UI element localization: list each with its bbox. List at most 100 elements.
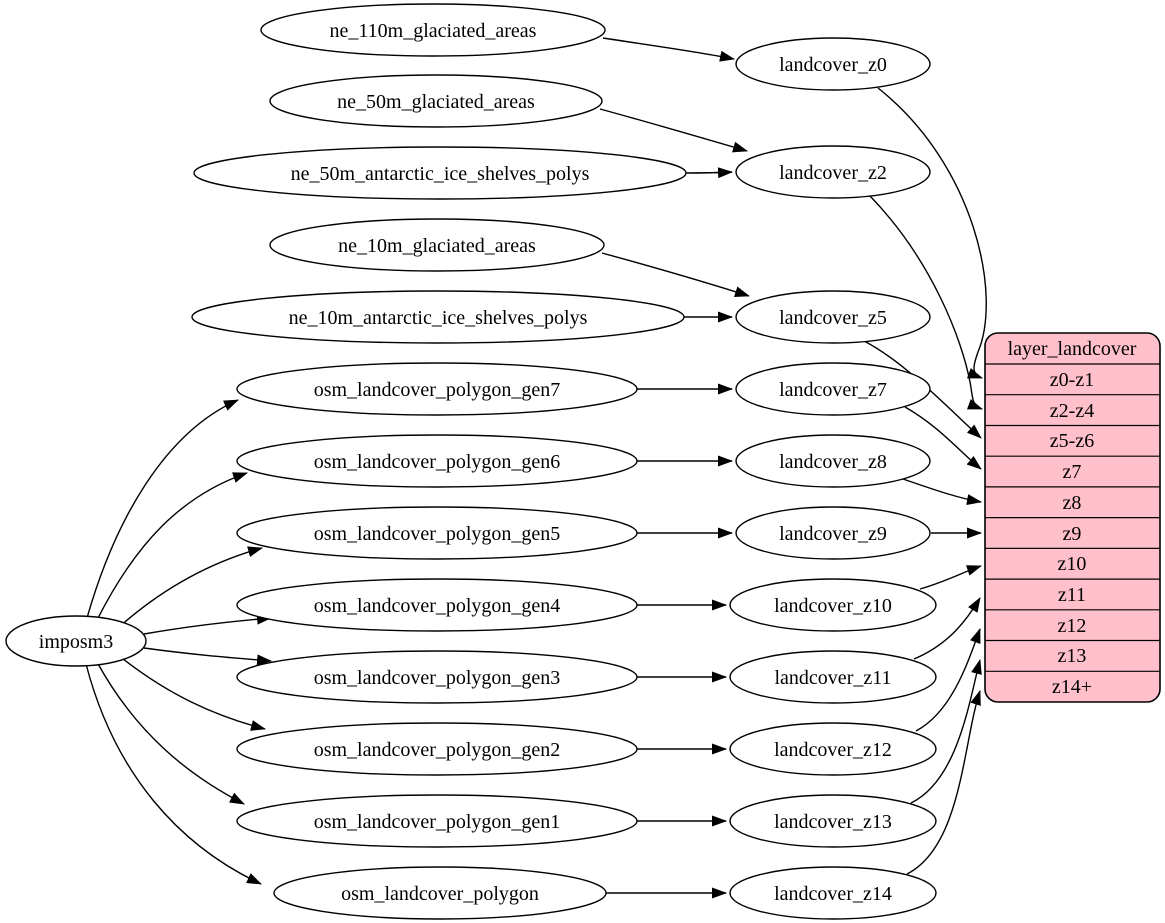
edge-group [85,37,987,899]
node-ellipse [735,434,931,488]
node-osm-landcover-polygon-gen5: osm_landcover_polygon_gen5 [236,506,638,560]
edge-landcover-z8-to-row-z8 [902,478,982,506]
record-row-z14plus: z14+ [1052,676,1092,698]
edge-imposm3-to-osm-landcover-polygon-gen7 [86,399,239,619]
node-landcover-z2: landcover_z2 [735,145,931,199]
edge-landcover-z14-to-row-z14plus [906,690,981,875]
edge-landcover-z2-to-row-z2-z4 [869,195,983,410]
node-label: ne_10m_antarctic_ice_shelves_polys [289,307,588,329]
node-label: landcover_z8 [779,451,887,473]
node-label: imposm3 [39,631,113,653]
node-label: landcover_z2 [779,162,887,184]
node-ne-50m-glaciated-areas: ne_50m_glaciated_areas [269,74,603,128]
record-row-z2-z4: z2-z4 [1050,400,1094,422]
node-label: landcover_z14 [774,883,892,905]
node-ellipse [269,74,603,128]
node-ellipse [735,37,931,91]
node-landcover-z10: landcover_z10 [729,578,937,632]
node-ellipse [735,145,931,199]
record-row-z12: z12 [1058,615,1087,637]
edge-landcover-z13-to-row-z13 [910,659,982,804]
node-label: osm_landcover_polygon_gen2 [314,739,561,761]
node-label: landcover_z5 [779,307,887,329]
node-ellipse [735,290,931,344]
edge-ne-10m-glaciated-areas-to-landcover-z5 [601,252,750,298]
node-label: landcover_z13 [774,811,892,833]
node-label: landcover_z0 [779,54,887,76]
edge-imposm3-to-osm-landcover-polygon-gen4 [143,613,272,635]
record-row-z7: z7 [1063,461,1082,483]
node-label: ne_110m_glaciated_areas [330,20,537,42]
node-landcover-z7: landcover_z7 [735,362,931,416]
node-osm-landcover-polygon-gen2: osm_landcover_polygon_gen2 [236,722,638,776]
node-ellipse [735,362,931,416]
record-row-z10: z10 [1058,553,1087,575]
node-osm-landcover-polygon-gen1: osm_landcover_polygon_gen1 [236,794,638,848]
edge-imposm3-to-osm-landcover-polygon-gen5 [117,546,263,629]
node-landcover-z9: landcover_z9 [735,506,931,560]
node-ellipse [729,650,937,704]
node-ellipse [729,722,937,776]
node-imposm3: imposm3 [5,615,147,667]
node-ellipse [191,290,685,344]
node-landcover-z14: landcover_z14 [729,866,937,920]
edge-imposm3-to-osm-landcover-polygon-gen6 [96,472,248,621]
node-ellipse [273,866,607,920]
record-row-z13: z13 [1058,645,1087,667]
node-ellipse [236,794,638,848]
node-ellipse [236,362,638,416]
record-row-z5-z6: z5-z6 [1050,430,1094,452]
node-ellipse [236,434,638,488]
node-ellipse [269,218,605,272]
node-label: landcover_z12 [774,739,892,761]
record-row-z11: z11 [1058,584,1086,606]
node-label: ne_50m_glaciated_areas [337,91,535,113]
node-label: osm_landcover_polygon_gen1 [314,811,561,833]
node-label: osm_landcover_polygon_gen5 [314,523,561,545]
node-ellipse [236,578,638,632]
node-osm-landcover-polygon-gen7: osm_landcover_polygon_gen7 [236,362,638,416]
node-landcover-z11: landcover_z11 [729,650,937,704]
edge-ne-50m-glaciated-areas-to-landcover-z2 [599,108,748,153]
node-ellipse [729,578,937,632]
node-osm-landcover-polygon-gen4: osm_landcover_polygon_gen4 [236,578,638,632]
node-landcover-z5: landcover_z5 [735,290,931,344]
node-label: osm_landcover_polygon_gen3 [314,667,561,689]
node-label: osm_landcover_polygon_gen7 [314,379,561,401]
node-ellipse [260,3,606,57]
edge-ne-50m-antarctic-ice-shelves-polys-to-landcover-z2 [685,167,733,179]
record-layer-landcover: layer_landcover z0-z1 z2-z4 z5-z6 z7 z8 … [984,332,1161,703]
node-ellipse [5,615,147,667]
node-label: landcover_z10 [774,595,892,617]
node-label: osm_landcover_polygon_gen6 [314,451,561,473]
node-landcover-z8: landcover_z8 [735,434,931,488]
edge-imposm3-to-osm-landcover-polygon [85,663,262,885]
edge-landcover-z0-to-row-z0-z1 [877,87,987,379]
record-row-z9: z9 [1063,523,1082,545]
edge-imposm3-to-osm-landcover-polygon-gen1 [96,661,245,805]
node-landcover-z13: landcover_z13 [729,794,937,848]
record-row-z8: z8 [1063,492,1082,514]
node-osm-landcover-polygon-gen6: osm_landcover_polygon_gen6 [236,434,638,488]
node-label: ne_50m_antarctic_ice_shelves_polys [291,163,590,185]
node-ne-110m-glaciated-areas: ne_110m_glaciated_areas [260,3,606,57]
node-ne-50m-antarctic-ice-shelves-polys: ne_50m_antarctic_ice_shelves_polys [193,146,687,200]
record-title: layer_landcover [1008,338,1137,360]
node-label: osm_landcover_polygon [341,883,539,905]
node-ellipse [729,866,937,920]
edge-ne-110m-glaciated-areas-to-landcover-z0 [602,37,735,62]
node-ellipse [729,794,937,848]
node-ellipse [735,506,931,560]
node-label: landcover_z7 [779,379,887,401]
edge-imposm3-to-osm-landcover-polygon-gen2 [117,654,266,731]
edge-landcover-z10-to-row-z10 [919,565,982,590]
node-ellipse [236,506,638,560]
node-label: osm_landcover_polygon_gen4 [314,595,561,617]
edge-imposm3-to-osm-landcover-polygon-gen3 [143,647,272,666]
node-landcover-z0: landcover_z0 [735,37,931,91]
record-row-z0-z1: z0-z1 [1050,369,1094,391]
node-ellipse [236,722,638,776]
node-ne-10m-antarctic-ice-shelves-polys: ne_10m_antarctic_ice_shelves_polys [191,290,685,344]
